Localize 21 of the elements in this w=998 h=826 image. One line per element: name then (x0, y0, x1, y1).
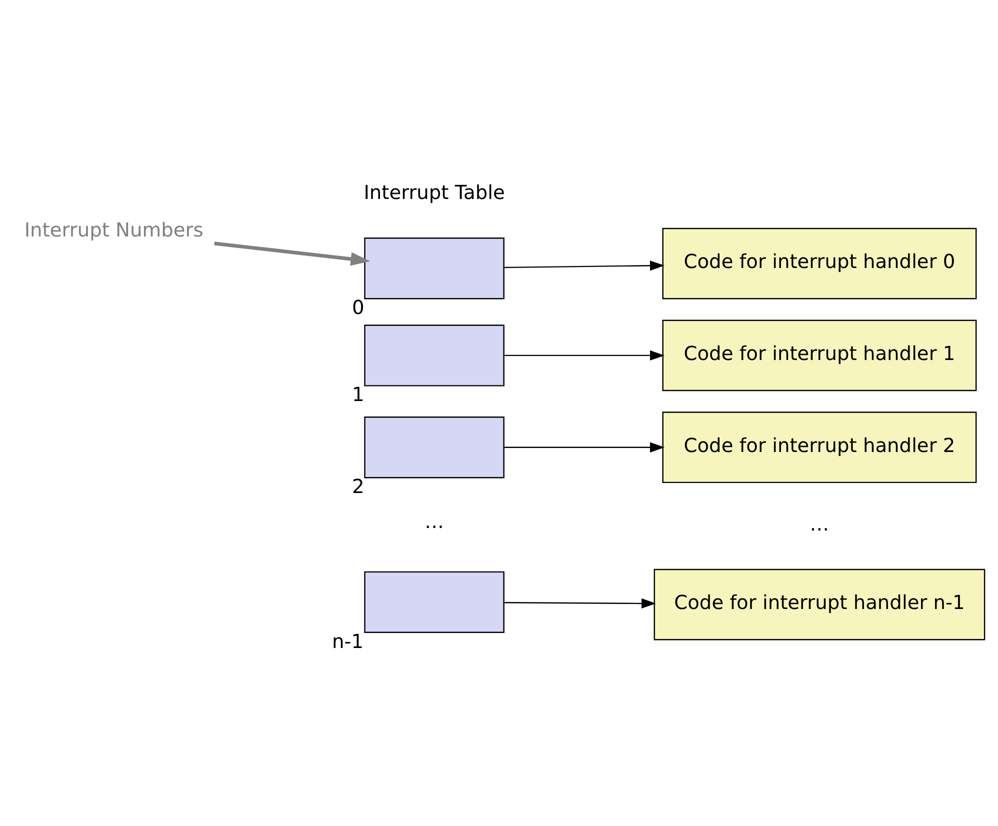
node-text: Interrupt Numbers (24, 218, 204, 242)
arrow (504, 350, 665, 360)
label: … (424, 510, 444, 533)
node-box (364, 570, 504, 632)
label: … (810, 512, 830, 536)
node-box: Code for interrupt handler n-1 (654, 568, 986, 640)
node-box (364, 237, 504, 299)
arrow (214, 241, 370, 266)
node-label: 0 (352, 296, 364, 319)
node-label: n-1 (332, 629, 364, 652)
node-label: 2 (352, 474, 364, 498)
arrow (504, 598, 656, 608)
node-box (364, 416, 504, 478)
node-box: Code for interrupt handler 0 (662, 227, 977, 299)
node-box: Code for interrupt handler 2 (662, 411, 977, 483)
arrow (504, 442, 665, 452)
node-box: Code for interrupt handler 1 (662, 319, 977, 391)
node-label: 1 (352, 382, 364, 406)
arrow (504, 260, 665, 270)
label: Interrupt Table (364, 180, 505, 204)
node-box (364, 324, 504, 386)
